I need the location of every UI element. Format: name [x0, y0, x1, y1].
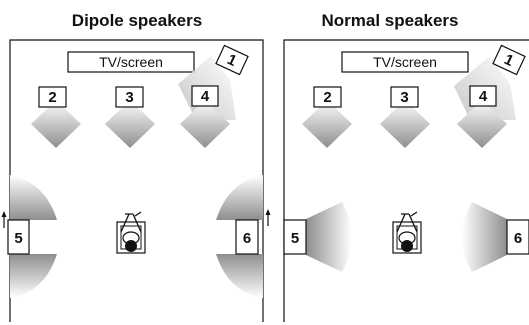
dipole-speaker-4-cone [180, 100, 230, 148]
dipole-speaker-1: 1 [215, 44, 249, 76]
normal-speaker-4-cone [457, 100, 507, 148]
dipole-speaker-5-label: 5 [14, 230, 22, 247]
dipole-panel: Dipole speakers TV/screen 1 2 3 [1, 11, 271, 322]
dipole-speaker-2: 2 [38, 86, 67, 108]
dipole-speaker-2-cone [31, 100, 81, 148]
dipole-speaker-3: 3 [115, 86, 144, 108]
normal-speaker-5-cone [306, 202, 352, 272]
dipole-speaker-6: 6 [235, 219, 259, 255]
normal-speaker-3-label: 3 [400, 89, 408, 106]
normal-speaker-2-cone [302, 100, 352, 148]
normal-speaker-5: 5 [283, 219, 307, 255]
normal-speaker-2-label: 2 [323, 89, 331, 106]
normal-tv-screen: TV/screen [341, 51, 469, 73]
dipole-speaker-4: 4 [191, 85, 219, 107]
dipole-speaker-6-label: 6 [243, 230, 251, 247]
normal-speaker-4-label: 4 [479, 88, 488, 105]
dipole-speaker-4-label: 4 [201, 88, 210, 105]
dipole-listener-icon [116, 211, 146, 254]
normal-speaker-6-cone [462, 202, 507, 272]
dipole-arrow-right [265, 209, 271, 226]
normal-listener-icon [392, 211, 422, 254]
normal-speaker-6-label: 6 [514, 230, 522, 247]
normal-speaker-4: 4 [469, 85, 497, 107]
normal-speaker-2: 2 [313, 86, 342, 108]
dipole-tv-label: TV/screen [99, 54, 163, 70]
dipole-speaker-5: 5 [7, 219, 30, 255]
dipole-speaker-3-label: 3 [125, 89, 133, 106]
normal-speaker-1: 1 [492, 44, 526, 76]
dipole-speaker-5-cone-up [10, 175, 57, 220]
normal-speaker-3-cone [380, 100, 430, 148]
normal-tv-label: TV/screen [373, 54, 437, 70]
dipole-speaker-2-label: 2 [48, 89, 56, 106]
dipole-panel-title: Dipole speakers [72, 11, 202, 30]
normal-speaker-3: 3 [390, 86, 419, 108]
normal-speaker-5-label: 5 [291, 230, 299, 247]
normal-panel: Normal speakers TV/screen 1 2 3 4 [283, 11, 529, 322]
normal-panel-title: Normal speakers [321, 11, 458, 30]
dipole-tv-screen: TV/screen [67, 51, 195, 73]
dipole-speaker-6-cone-up [216, 175, 263, 220]
normal-speaker-6: 6 [506, 219, 529, 255]
dipole-speaker-5-cone-down [10, 254, 57, 298]
dipole-speaker-3-cone [105, 100, 155, 148]
dipole-arrow-left [1, 211, 7, 228]
dipole-speaker-6-cone-down [216, 254, 263, 298]
